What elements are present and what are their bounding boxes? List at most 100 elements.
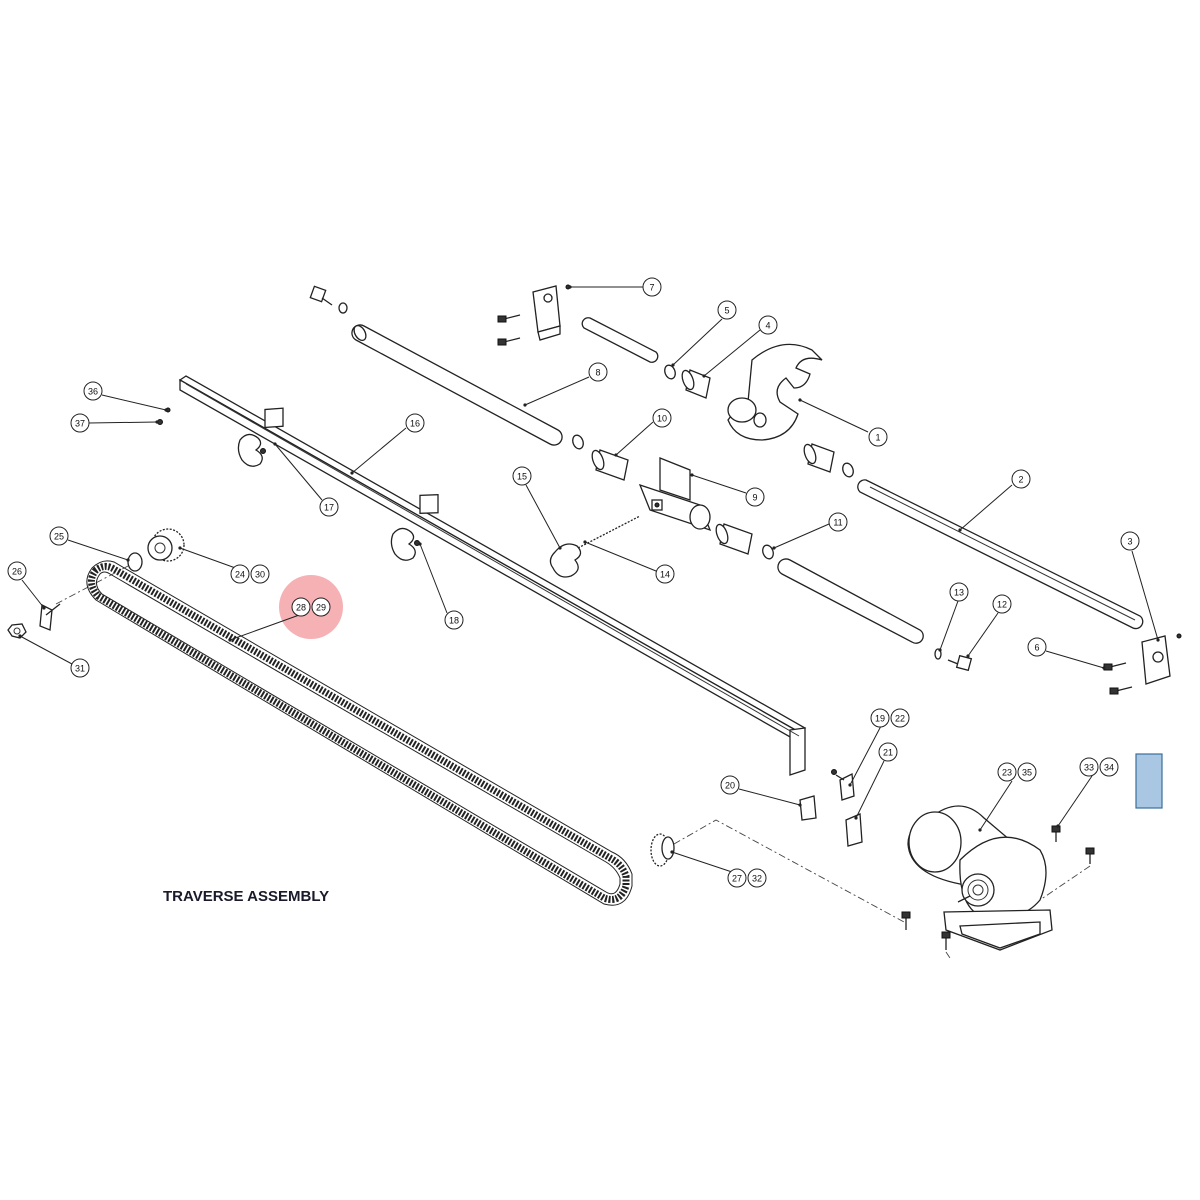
leader-line [525,484,561,549]
leader-line [19,635,73,665]
callout-circle [1011,469,1031,489]
callout-label: 12 [997,600,1007,610]
callout-1: 1 [798,398,888,447]
callout-circle [405,413,425,433]
callout-label: 9 [752,493,757,503]
leader-line [419,543,448,614]
callout-circle [1017,762,1037,782]
leader-tip [958,528,962,532]
callout-circle [720,775,740,795]
knob-15 [549,515,641,578]
leader-tip [702,374,706,378]
callout-7: 7 [568,277,662,297]
callout-label: 31 [75,664,85,674]
callout-circle [745,487,765,507]
leader-line [738,788,801,806]
leader-line [799,399,869,433]
callout-9: 9 [690,473,765,507]
part-21 [845,813,863,847]
leader-tip [938,648,942,652]
leader-line [351,427,407,474]
callout-label: 32 [752,874,762,884]
callout-26: 26 [7,561,46,610]
leader-tip [568,285,572,289]
callout-label: 6 [1034,643,1039,653]
callout-label: 37 [75,419,85,429]
leader-line [1057,775,1093,827]
callout-circle [727,868,747,888]
leader-tip [350,471,354,475]
cam-hook-1 [727,343,823,441]
leader-tip [978,828,982,832]
leader-line [67,539,129,561]
callout-label: 27 [732,874,742,884]
leader-tip [583,540,587,544]
callout-circle [588,362,608,382]
callout-5: 5 [671,300,737,367]
callout-17: 17 [273,442,339,517]
callout-circle [230,564,250,584]
callout-label: 19 [875,714,885,724]
callout-label: 21 [883,748,893,758]
callout-label: 24 [235,570,245,580]
leader-tip [848,783,852,787]
leader-line [939,600,959,651]
bracket-3 [1103,633,1182,695]
callout-14: 14 [583,540,675,584]
callout-circle [83,381,103,401]
leader-tip [42,606,46,610]
leader-tip [126,558,130,562]
bushing-4 [681,369,711,399]
callout-label: 25 [54,532,64,542]
callout-circle [1079,757,1099,777]
callout-circle [7,561,27,581]
callout-label: 29 [316,603,326,613]
callout-circle [70,413,90,433]
leader-tip [164,408,168,412]
callout-label: 36 [88,387,98,397]
callout-circle [717,300,737,320]
leader-tip [966,654,970,658]
bracket-7 [497,284,571,346]
leader-line [584,541,657,572]
leader-line [179,547,242,571]
callout-6: 6 [1027,637,1106,670]
callout-label: 8 [595,368,600,378]
callout-15: 15 [512,466,562,550]
washer-right [842,462,854,478]
callout-circle [319,497,339,517]
callout-label: 28 [296,603,306,613]
callout-label: 16 [410,419,420,429]
callout-label: 1 [875,433,880,443]
callout-31: 31 [18,634,90,678]
color-swatch-box [1135,753,1163,809]
leader-line [615,421,654,456]
callout-25: 25 [49,526,130,562]
leader-line [1045,650,1105,669]
leader-line [101,394,167,411]
leader-tip [670,850,674,854]
leader-line [524,376,590,406]
callout-label: 17 [324,503,334,513]
leader-tip [854,816,858,820]
callout-21: 21 [854,742,898,820]
highlight-marker [279,575,343,639]
callout-label: 33 [1084,763,1094,773]
callout-label: 4 [765,321,770,331]
pin [581,317,659,363]
callout-28-29: 28 29 [228,575,343,642]
callout-37: 37 [70,413,159,433]
sprocket-27 [650,833,675,867]
motor-bolts [901,825,1095,959]
callout-label: 20 [725,781,735,791]
leader-tip [18,634,22,638]
leader-tip [798,398,802,402]
leader-line [967,612,999,657]
bushing-10 [591,449,629,481]
callout-2: 2 [958,469,1031,532]
callout-27-32: 27 32 [670,850,767,888]
